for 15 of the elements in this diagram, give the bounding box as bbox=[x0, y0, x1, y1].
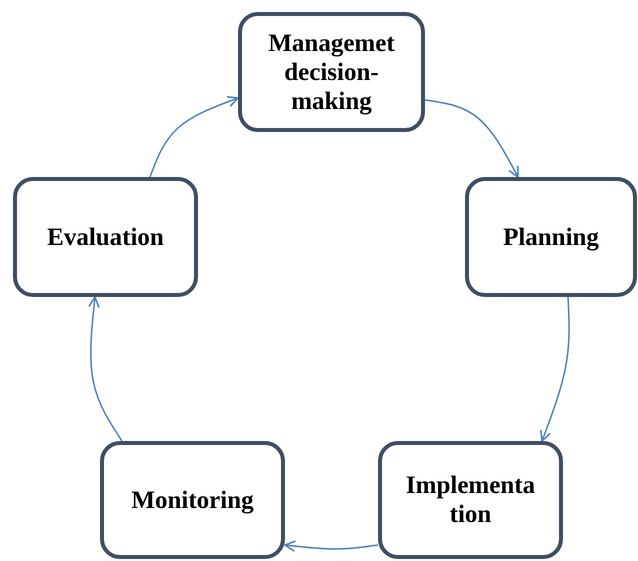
box-label: Planning bbox=[503, 222, 599, 252]
arrow bbox=[540, 296, 570, 442]
process-box bbox=[238, 12, 425, 132]
arrow bbox=[88, 296, 123, 442]
box-label: Implementa tion bbox=[404, 471, 536, 529]
box-label: Monitoring bbox=[131, 486, 254, 514]
box-label: Managemet decision-making bbox=[267, 28, 396, 116]
box-label: Evaluation bbox=[47, 222, 164, 252]
arrow bbox=[424, 99, 519, 178]
process-box bbox=[465, 177, 637, 297]
arrow bbox=[284, 540, 378, 552]
process-box bbox=[13, 177, 198, 297]
arrow bbox=[149, 96, 239, 178]
process-box bbox=[100, 441, 285, 559]
process-box bbox=[378, 441, 563, 559]
